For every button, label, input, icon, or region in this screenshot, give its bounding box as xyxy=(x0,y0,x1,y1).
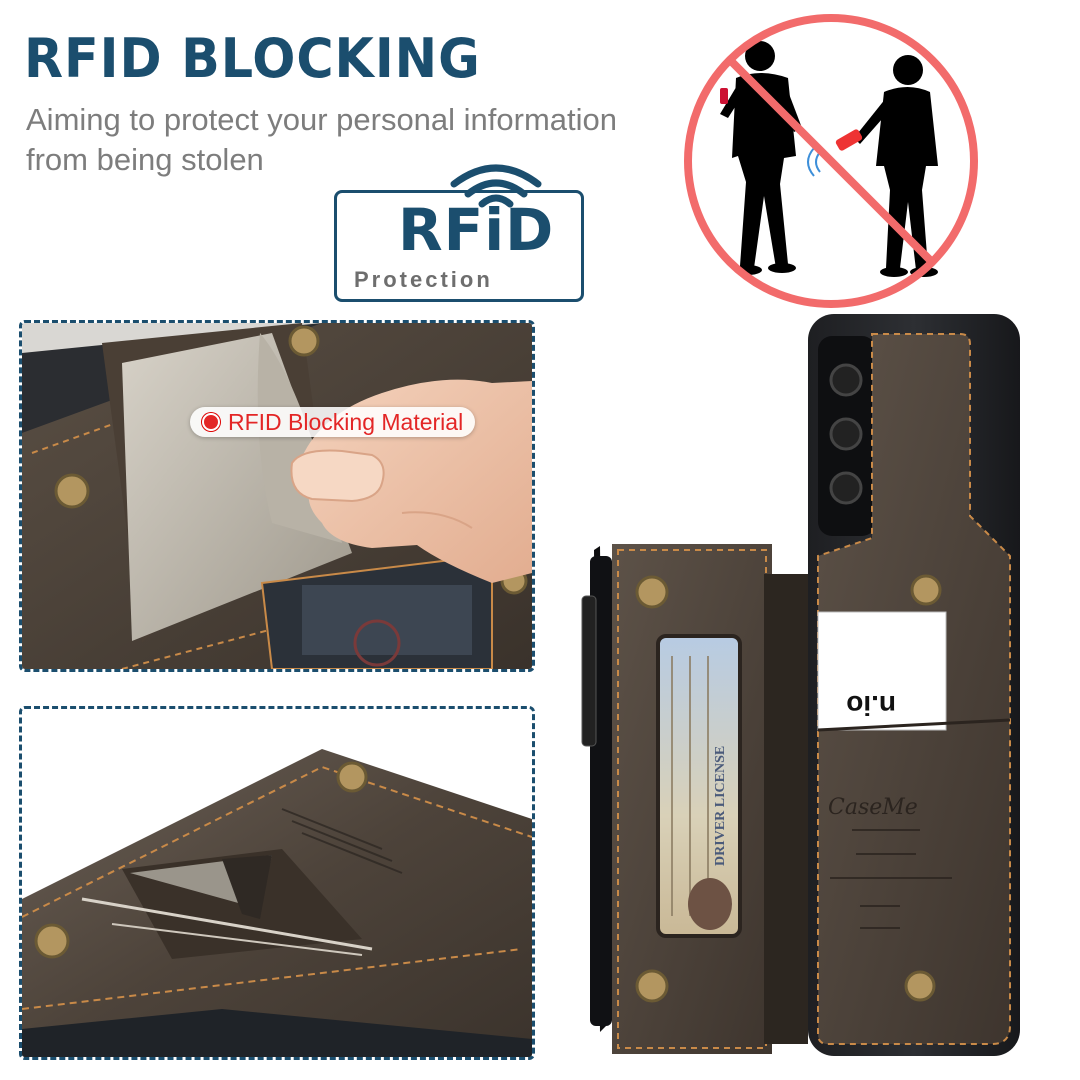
snap-buttons xyxy=(904,574,942,1002)
wallet-flap: DRIVER LICENSE xyxy=(581,544,808,1054)
wallet-phone-case-photo: n.io CaseMe DRIVER LICENSE xyxy=(581,314,1020,1056)
victim-silhouette xyxy=(720,41,802,275)
badge-frame xyxy=(334,190,584,302)
id-card-text: DRIVER LICENSE xyxy=(713,746,728,866)
phone-icon xyxy=(720,88,728,104)
record-dot-icon xyxy=(202,413,220,431)
no-skimming-illustration xyxy=(684,14,978,308)
prohibition-icon xyxy=(684,14,978,308)
badge-sub-text: Protection xyxy=(354,267,493,292)
skimmer-device xyxy=(835,129,863,151)
badge-main-text: RFiD xyxy=(398,196,555,264)
pocket-card: n.io xyxy=(817,611,947,731)
skimmer-silhouette xyxy=(854,55,938,277)
rfid-protection-badge: RFiD Protection xyxy=(334,162,586,302)
callout-label: RFID Blocking Material xyxy=(228,409,464,435)
page-subtitle: Aiming to protect your personal informat… xyxy=(26,102,618,177)
case-brand-logo: CaseMe xyxy=(828,795,918,820)
page-title: RFID BLOCKING xyxy=(24,27,481,90)
wifi-signal-icon xyxy=(450,164,542,208)
card-slot-detail-panel xyxy=(19,706,535,1060)
rfid-material-callout: RFID Blocking Material xyxy=(190,407,476,437)
card-slot-photo xyxy=(22,709,532,1057)
card-brand-text: n.io xyxy=(846,690,896,721)
rfid-material-detail-panel: RFID Blocking Material xyxy=(19,320,535,672)
rfid-material-photo xyxy=(22,323,532,669)
